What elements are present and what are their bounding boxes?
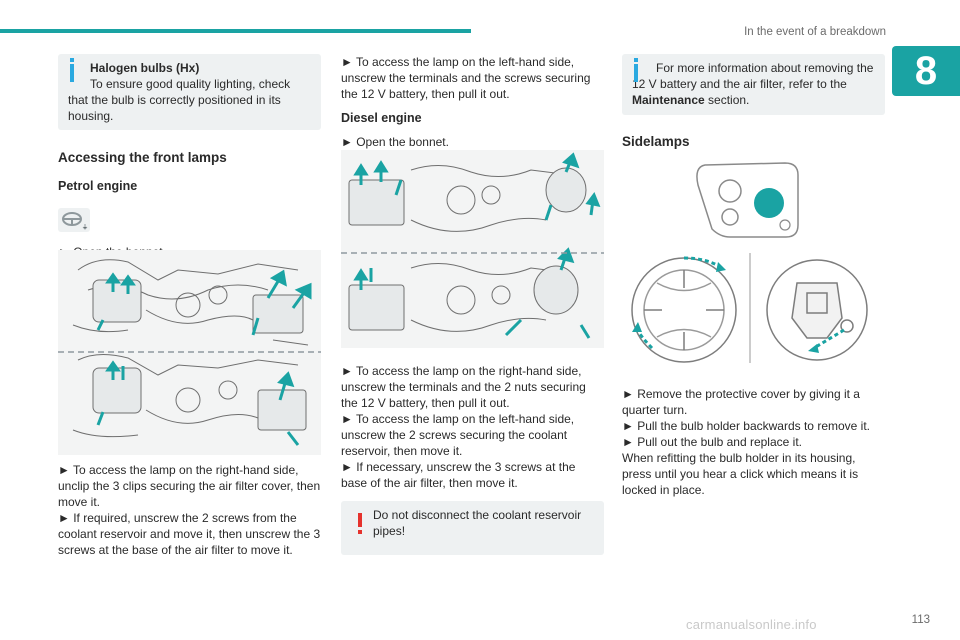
note-text: To ensure good quality lighting, check t… xyxy=(68,77,291,123)
subheading-petrol: Petrol engine xyxy=(58,179,138,193)
note-text: For more information about removing the … xyxy=(632,61,874,91)
info-icon xyxy=(634,58,638,82)
chapter-progress-bar xyxy=(0,29,471,33)
info-note-halogen: Halogen bulbs (Hx) To ensure good qualit… xyxy=(58,54,321,130)
figure-petrol-engine xyxy=(58,250,321,455)
step-if-necessary: ► If necessary, unscrew the 3 screws at … xyxy=(341,460,576,490)
warning-text: Do not disconnect the coolant reservoir … xyxy=(373,508,582,538)
steering-wheel-icon xyxy=(58,208,90,232)
heading-front-lamps: Accessing the front lamps xyxy=(58,150,227,165)
heading-sidelamps: Sidelamps xyxy=(622,134,690,149)
column-1-lower: ► To access the lamp on the right-hand s… xyxy=(58,462,321,558)
step-right-side-petrol: ► To access the lamp on the right-hand s… xyxy=(58,463,321,509)
column-3: For more information about removing the … xyxy=(622,54,885,150)
step-pull-bulb-holder: ► Pull the bulb holder backwards to remo… xyxy=(622,419,870,433)
maintenance-link[interactable]: Maintenance xyxy=(632,93,705,107)
figure-diesel-engine xyxy=(341,150,604,348)
column-1: Halogen bulbs (Hx) To ensure good qualit… xyxy=(58,54,321,260)
chapter-badge: 8 xyxy=(892,46,960,96)
watermark: carmanualsonline.info xyxy=(686,617,817,632)
step-right-side-diesel: ► To access the lamp on the right-hand s… xyxy=(341,364,586,410)
column-2: ► To access the lamp on the left-hand si… xyxy=(341,54,604,150)
page-number: 113 xyxy=(911,614,930,626)
column-2-lower: ► To access the lamp on the right-hand s… xyxy=(341,363,604,555)
step-replace-bulb: ► Pull out the bulb and replace it. xyxy=(622,435,802,449)
section-title: In the event of a breakdown xyxy=(744,26,886,38)
subheading-diesel: Diesel engine xyxy=(341,111,422,125)
figure-sidelamp-bulb xyxy=(622,248,885,368)
step-left-side-diesel: ► To access the lamp on the left-hand si… xyxy=(341,412,575,458)
step-remove-cover: ► Remove the protective cover by giving … xyxy=(622,387,860,417)
warning-icon xyxy=(358,513,362,534)
info-note-maintenance: For more information about removing the … xyxy=(622,54,885,115)
note-title: Halogen bulbs (Hx) xyxy=(90,61,200,75)
column-3-lower: ► Remove the protective cover by giving … xyxy=(622,386,885,498)
info-icon xyxy=(70,58,74,82)
step-refit-holder: When refitting the bulb holder in its ho… xyxy=(622,451,859,497)
note-suffix: section. xyxy=(704,93,750,107)
warning-box: Do not disconnect the coolant reservoir … xyxy=(341,501,604,555)
step-open-bonnet-diesel: ► Open the bonnet. xyxy=(341,135,449,149)
step-coolant-reservoir: ► If required, unscrew the 2 screws from… xyxy=(58,511,321,557)
step-left-side-petrol: ► To access the lamp on the left-hand si… xyxy=(341,55,591,101)
figure-sidelamp-housing xyxy=(690,155,810,245)
